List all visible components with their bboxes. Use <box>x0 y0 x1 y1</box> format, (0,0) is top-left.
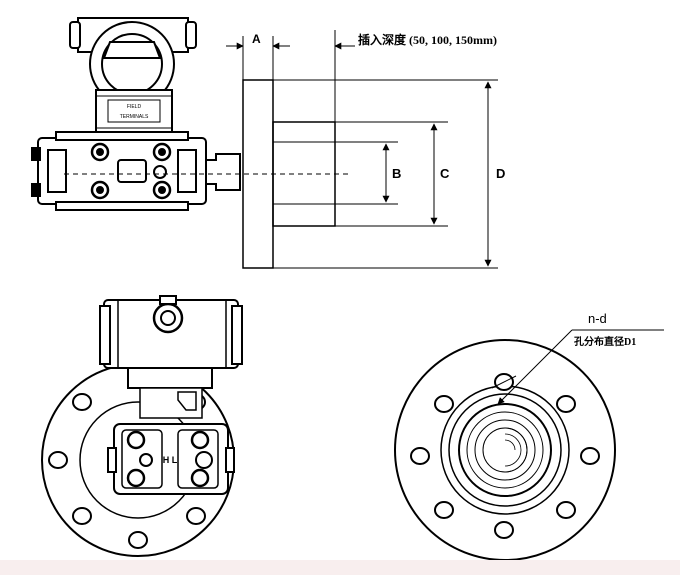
bolt-circle-label: 孔分布直径D1 <box>574 335 636 348</box>
footer-strip <box>0 560 680 575</box>
hl-label: H L <box>163 455 178 465</box>
extension-lines <box>242 30 498 269</box>
insertion-depth-label: 插入深度 (50, 100, 150mm) <box>358 32 497 47</box>
dim-c-label: C <box>440 166 450 181</box>
dim-b-label: B <box>392 166 401 181</box>
flange-section <box>242 79 336 269</box>
dim-d-label: D <box>496 166 505 181</box>
transmitter-side-view <box>31 17 241 211</box>
nameplate-line2: TERMINALS <box>120 114 149 120</box>
flange-face-view <box>394 339 616 561</box>
dim-a-label: A <box>252 32 261 46</box>
hole-spec-label: n-d <box>588 311 607 326</box>
front-view-with-transmitter <box>41 295 243 557</box>
dimension-arrows <box>226 42 492 267</box>
diaphragm-corrugations <box>504 427 528 473</box>
hole-leader <box>491 329 664 405</box>
nameplate-line1: FIELD <box>127 104 142 110</box>
